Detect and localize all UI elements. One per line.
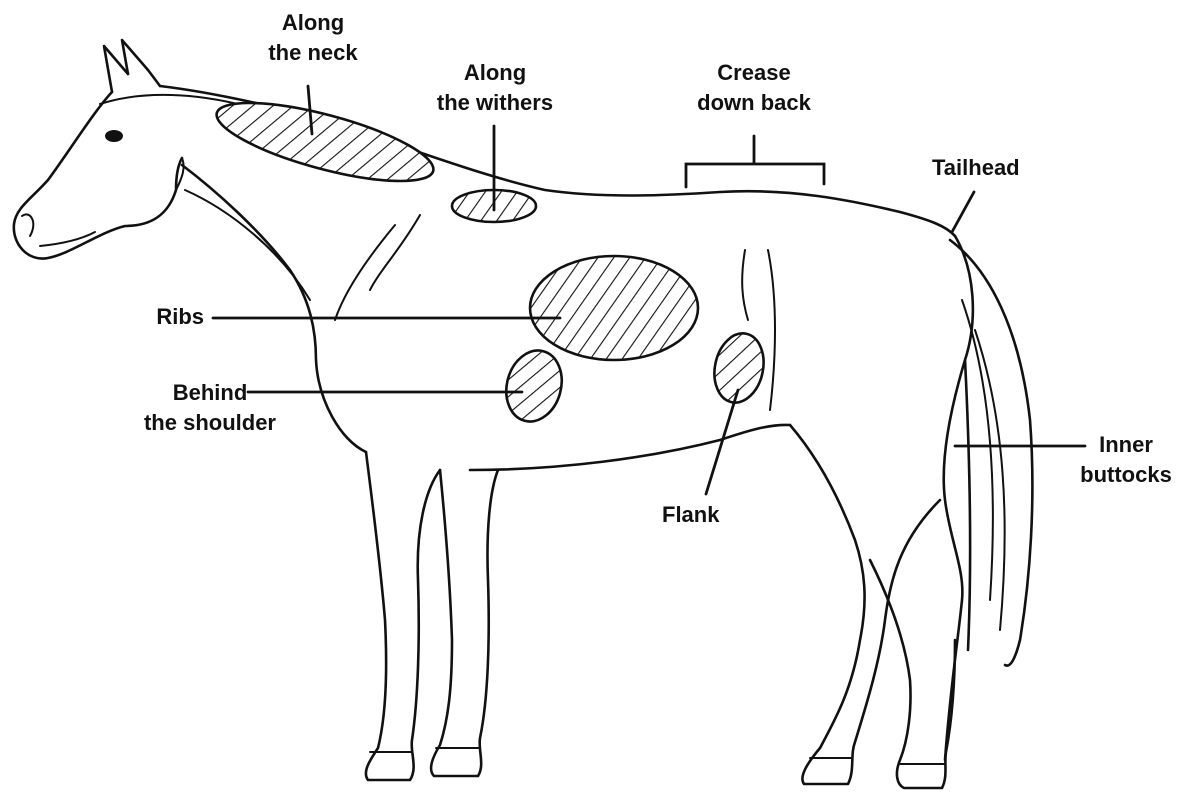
tailhead-leader [952, 192, 974, 232]
horse-nostril [22, 214, 33, 236]
label-line: the shoulder [124, 408, 296, 438]
ribs-zone [530, 256, 698, 360]
horse-neck-crease [185, 190, 310, 300]
horse-front-leg [366, 452, 440, 780]
horse-tail-strand [975, 330, 1005, 630]
label-line: Along [424, 58, 566, 88]
neck-zone [210, 87, 440, 197]
shoulder-zone [499, 344, 570, 428]
label-line: Ribs [120, 302, 204, 332]
label-line: Tailhead [932, 153, 1020, 183]
crease-bracket [686, 136, 824, 187]
horse-hind-leg [870, 560, 955, 788]
horse-stifle-line [768, 250, 775, 410]
label-line: Inner [1068, 430, 1184, 460]
label-line: Behind [124, 378, 296, 408]
horse-tail-inner [965, 360, 970, 650]
horse-belly [470, 425, 790, 470]
label-flank: Flank [662, 500, 719, 530]
label-ribs: Ribs [120, 302, 204, 332]
label-line: buttocks [1068, 460, 1184, 490]
label-line: the neck [248, 38, 378, 68]
horse-shoulder-line [335, 225, 395, 320]
label-tailhead: Tailhead [932, 153, 1020, 183]
horse-hind-leg [790, 425, 940, 784]
horse-eye [105, 130, 123, 142]
label-line: Crease [676, 58, 832, 88]
horse-head-outline [14, 92, 182, 259]
label-crease-down-back: Crease down back [676, 58, 832, 118]
label-line: Flank [662, 500, 719, 530]
horse-tail-strand [962, 300, 993, 600]
label-behind-the-shoulder: Behind the shoulder [124, 378, 296, 438]
horse-front-leg [431, 470, 498, 776]
label-line: down back [676, 88, 832, 118]
horse-mouth [40, 232, 95, 246]
horse-ear [122, 40, 160, 86]
label-along-the-neck: Along the neck [248, 8, 378, 68]
label-line: Along [248, 8, 378, 38]
label-inner-buttocks: Inner buttocks [1068, 430, 1184, 490]
horse-hip-line [742, 250, 748, 320]
flank-zone [708, 329, 770, 407]
label-along-the-withers: Along the withers [424, 58, 566, 118]
label-line: the withers [424, 88, 566, 118]
